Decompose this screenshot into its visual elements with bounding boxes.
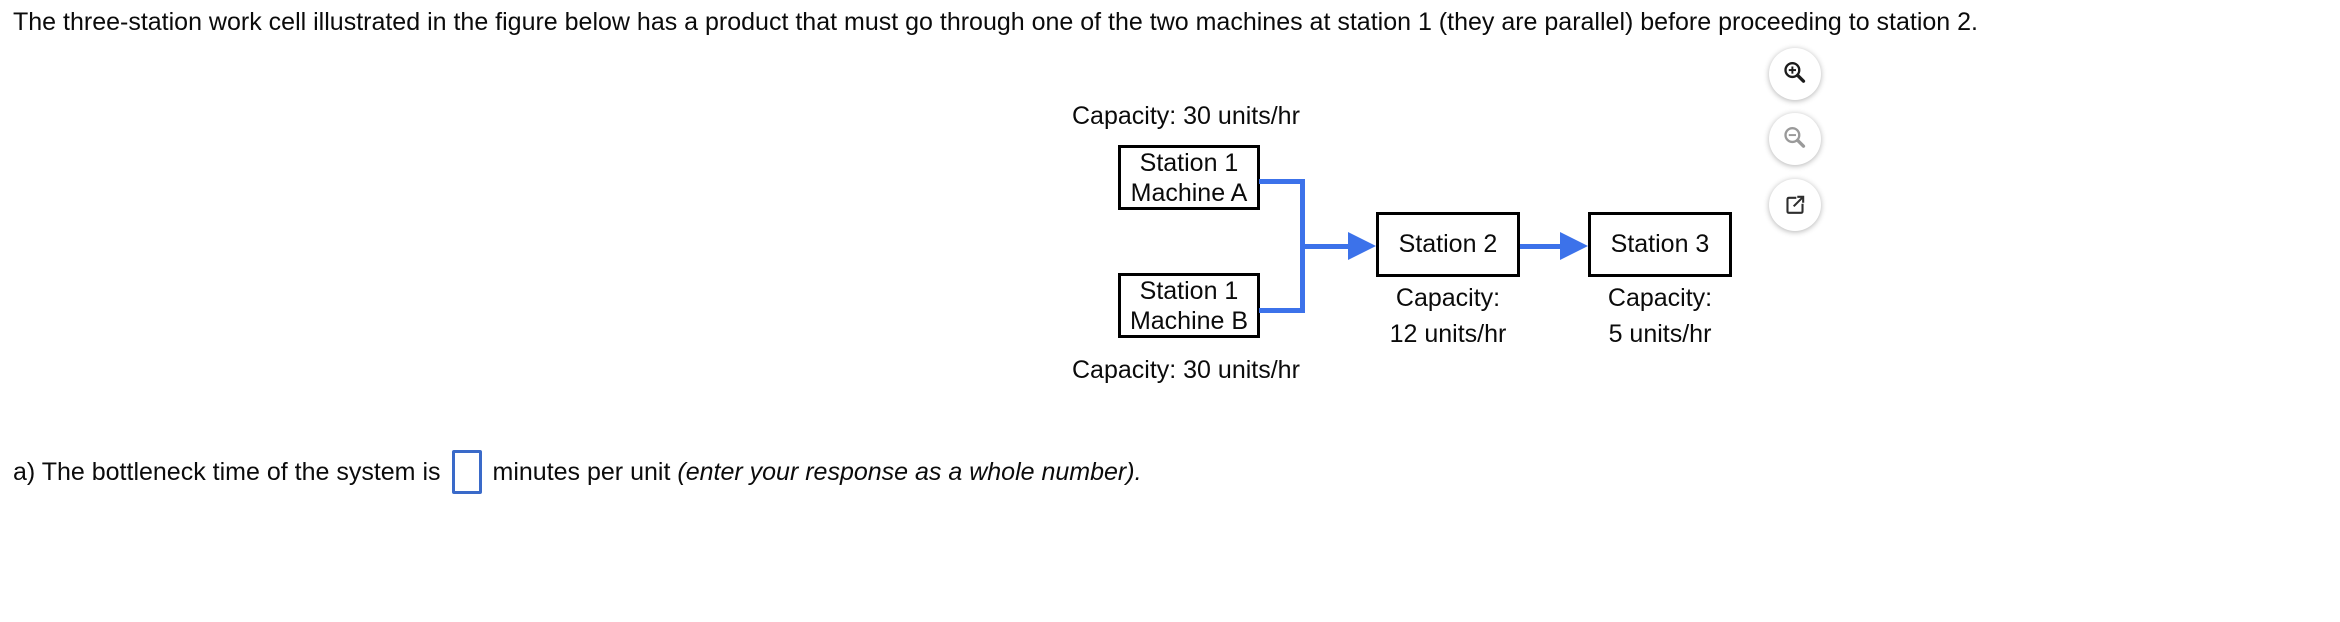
station2-capacity-line2: 12 units/hr (1389, 320, 1507, 348)
station1-machine-a-box: Station 1 Machine A (1118, 145, 1260, 210)
arrow-to-station2-shaft (1303, 244, 1349, 249)
arrow-to-station2-head (1348, 232, 1376, 260)
machine-b-capacity-label: Capacity: 30 units/hr (1072, 356, 1300, 384)
station1-machine-b-box: Station 1 Machine B (1118, 273, 1260, 338)
arrow-to-station3-shaft (1520, 244, 1562, 249)
station2-box: Station 2 (1376, 212, 1520, 277)
connector-machine-b-line (1259, 308, 1305, 313)
question-intro-text: The three-station work cell illustrated … (13, 8, 1979, 36)
arrow-to-station3-head (1560, 232, 1588, 260)
zoom-in-icon (1778, 57, 1812, 91)
question-a-hint: (enter your response as a whole number). (677, 457, 1142, 486)
station2-label: Station 2 (1398, 230, 1498, 258)
connector-machine-a-line (1259, 179, 1305, 184)
station2-capacity-caption: Capacity: 12 units/hr (1376, 280, 1520, 352)
zoom-out-button[interactable] (1769, 113, 1821, 165)
station3-capacity-caption: Capacity: 5 units/hr (1588, 280, 1732, 352)
station3-capacity-line2: 5 units/hr (1608, 320, 1712, 348)
open-in-new-window-icon (1778, 188, 1812, 222)
connector-merge-line (1300, 179, 1305, 313)
question-part-a: a) The bottleneck time of the system is … (13, 448, 1142, 496)
station3-label: Station 3 (1610, 230, 1710, 258)
station2-capacity-line1: Capacity: (1395, 284, 1501, 312)
answer-input-a[interactable] (451, 450, 482, 494)
machine-a-capacity-label: Capacity: 30 units/hr (1072, 102, 1300, 130)
zoom-out-icon (1778, 122, 1812, 156)
station3-box: Station 3 (1588, 212, 1732, 277)
question-a-suffix: minutes per unit (492, 457, 671, 486)
open-in-new-window-button[interactable] (1769, 179, 1821, 231)
question-a-prefix: a) The bottleneck time of the system is (13, 457, 441, 486)
station1-machine-a-line2: Machine A (1130, 178, 1248, 207)
station3-capacity-line1: Capacity: (1607, 284, 1713, 312)
station1-machine-a-line1: Station 1 (1139, 148, 1239, 177)
station1-machine-b-line2: Machine B (1129, 306, 1249, 335)
zoom-in-button[interactable] (1769, 48, 1821, 100)
station1-machine-b-line1: Station 1 (1139, 276, 1239, 305)
